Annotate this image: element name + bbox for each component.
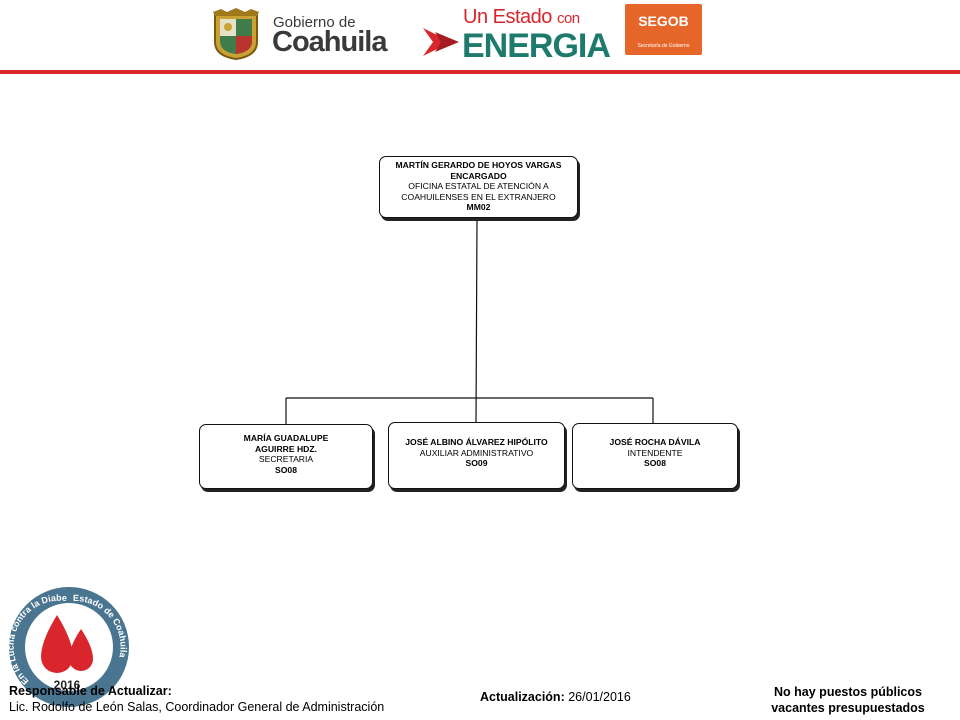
node-name: JOSÉ ALBINO ÁLVAREZ HIPÓLITO: [405, 437, 548, 447]
node-role: AUXILIAR ADMINISTRATIVO: [419, 447, 534, 458]
un-estado-text: Un Estado con: [463, 6, 580, 28]
header-bar: Gobierno de Coahuila Un Estado con ENERG…: [0, 0, 960, 72]
responsible-name: Lic. Rodolfo de León Salas, Coordinador …: [9, 700, 385, 714]
org-node-intendente: JOSÉ ROCHA DÁVILA INTENDENTE SO08: [572, 423, 738, 489]
update-date: 26/01/2016: [568, 690, 631, 704]
head-name: MARTÍN GERARDO DE HOYOS VARGAS: [395, 160, 562, 170]
coahuila-wordmark: Coahuila: [272, 26, 387, 58]
segob-logo: SEGOB Secretaría de Gobierno: [625, 4, 702, 55]
head-office-line-1: OFICINA ESTATAL DE ATENCIÓN A: [408, 181, 549, 192]
node-code: SO08: [644, 458, 666, 469]
org-node-head: MARTÍN GERARDO DE HOYOS VARGAS ENCARGADO…: [379, 156, 578, 218]
header-divider: [0, 70, 960, 74]
energia-arrow-icon: [423, 28, 459, 56]
coahuila-seal-icon: [213, 8, 259, 60]
gobierno-de-text: Gobierno de: [273, 14, 356, 31]
vacancies-note-line-2: vacantes presupuestados: [771, 701, 925, 715]
head-role: ENCARGADO: [450, 170, 507, 181]
node-role: INTENDENTE: [627, 447, 683, 458]
node-role: SECRETARIA: [258, 454, 314, 465]
vacancies-note-line-1: No hay puestos públicos: [774, 685, 922, 699]
diabetes-campaign-badge-icon: En la Lucha contra la Diabetes Estado de…: [7, 585, 129, 707]
responsible-label: Responsable de Actualizar:: [9, 684, 172, 698]
node-code: SO09: [465, 458, 488, 469]
org-node-secretaria: MARÍA GUADALUPE AGUIRRE HDZ. SECRETARIA …: [199, 424, 373, 489]
node-name: JOSÉ ROCHA DÁVILA: [609, 437, 701, 447]
update-label: Actualización:: [480, 690, 565, 704]
energia-wordmark: ENERGIA: [462, 27, 611, 65]
update-info: Actualización: 26/01/2016: [480, 690, 631, 704]
segob-subtitle: Secretaría de Gobierno: [637, 43, 690, 49]
node-name-line-1: MARÍA GUADALUPE: [243, 433, 329, 443]
node-code: SO08: [275, 464, 297, 475]
head-office-line-2: COAHUILENSES EN EL EXTRANJERO: [401, 191, 556, 202]
connector-trunk: [475, 217, 478, 423]
segob-title: SEGOB: [638, 13, 689, 29]
node-name-line-2: AGUIRRE HDZ.: [254, 443, 318, 454]
head-code: MM02: [466, 202, 491, 213]
org-node-auxiliar: JOSÉ ALBINO ÁLVAREZ HIPÓLITO AUXILIAR AD…: [388, 422, 565, 489]
badge-year: 2016: [54, 678, 81, 692]
vacancies-note: No hay puestos públicos vacantes presupu…: [760, 684, 936, 716]
